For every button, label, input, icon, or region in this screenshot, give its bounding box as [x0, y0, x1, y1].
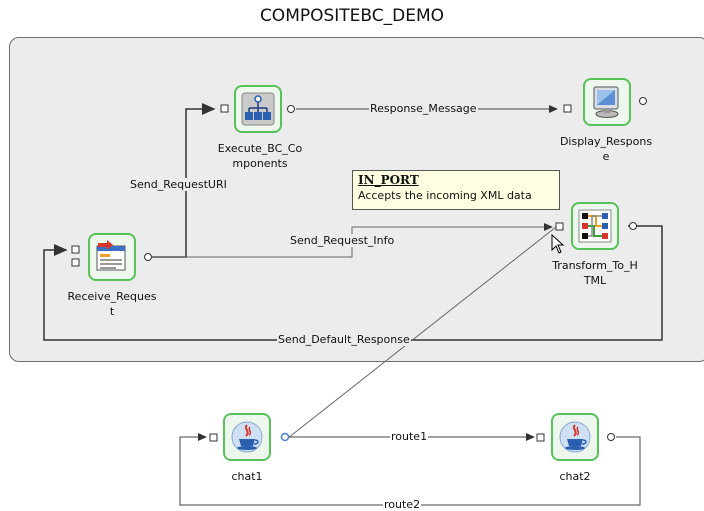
tooltip-text: Accepts the incoming XML data [358, 189, 532, 202]
label-send-default-response[interactable]: Send_Default_Response [277, 333, 411, 346]
tooltip-title: IN_PORT [358, 173, 419, 187]
port-receive-out [144, 253, 152, 261]
port-tooltip: IN_PORT Accepts the incoming XML data [352, 170, 560, 210]
label-route1[interactable]: route1 [390, 430, 429, 443]
port-transform-out [629, 222, 637, 230]
node-label-chat2: chat2 [559, 470, 591, 483]
port-chat2-in [536, 433, 545, 442]
label-send-requesturi[interactable]: Send_RequestURI [129, 178, 228, 191]
port-display-in [563, 104, 572, 113]
port-receive-in2 [71, 258, 80, 267]
hierarchy-icon [241, 92, 275, 126]
port-transform-in [555, 222, 564, 231]
port-display-out [639, 97, 647, 105]
node-display-response[interactable] [583, 78, 631, 126]
link-chat1-to-transform [287, 226, 557, 439]
diagram-title: COMPOSITEBC_DEMO [259, 6, 445, 26]
node-execute-bc-components[interactable] [234, 85, 282, 133]
port-execute-in [220, 104, 229, 113]
port-chat2-out [607, 433, 615, 441]
mouse-cursor-icon [551, 234, 565, 254]
monitor-icon [593, 86, 619, 118]
port-execute-out [287, 105, 295, 113]
label-response-message[interactable]: Response_Message [369, 102, 478, 115]
node-chat1[interactable] [223, 413, 271, 461]
window-icon [96, 240, 126, 271]
port-receive-in [71, 245, 80, 254]
java-icon [559, 421, 591, 453]
label-route2[interactable]: route2 [383, 498, 422, 511]
node-receive-request[interactable] [88, 233, 136, 281]
node-label-chat1: chat1 [231, 470, 263, 483]
node-chat2[interactable] [551, 413, 599, 461]
label-send-request-info[interactable]: Send_Request_Info [289, 234, 396, 247]
port-chat1-in [209, 433, 218, 442]
java-icon [231, 421, 263, 453]
node-transform-to-html[interactable] [571, 202, 619, 250]
port-chat1-out [280, 432, 290, 442]
transform-icon [578, 209, 612, 243]
